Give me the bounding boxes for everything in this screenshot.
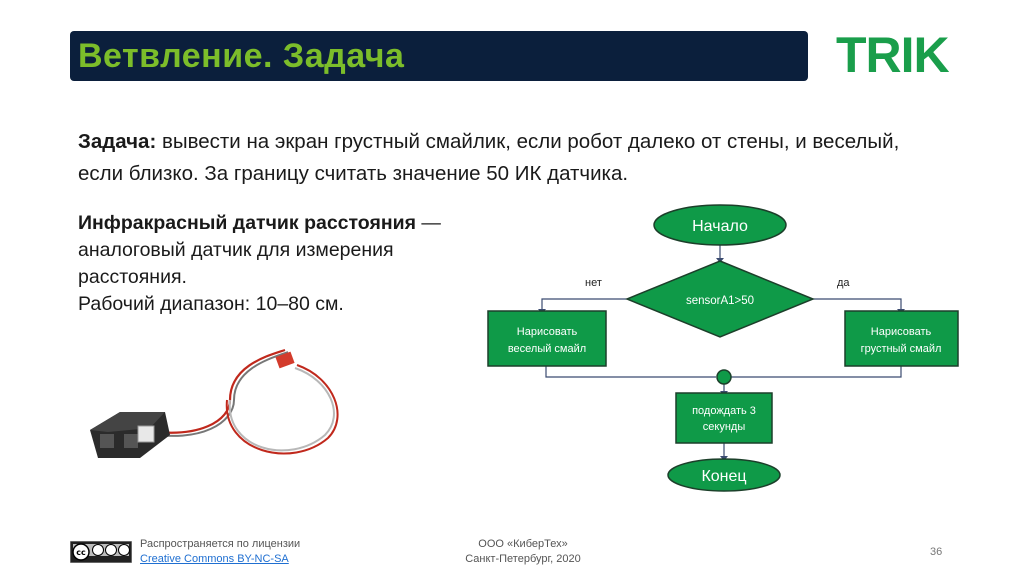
svg-text:cc: cc: [76, 548, 86, 557]
ir-sensor-image: [90, 348, 339, 458]
wait-line1: подождать 3: [692, 405, 756, 417]
end-node: Конец: [667, 458, 781, 492]
yes-label: да: [837, 277, 850, 289]
trik-logo: TRIK: [836, 27, 950, 83]
task-body: вывести на экран грустный смайлик, если …: [78, 130, 900, 185]
sad-line1: Нарисовать: [871, 326, 932, 338]
slide-title: Ветвление. Задача: [78, 37, 405, 75]
wait-box: подождать 3 секунды: [675, 392, 773, 444]
happy-line2: веселый смайл: [508, 343, 586, 355]
sensor-range: Рабочий диапазон: 10–80 см.: [78, 293, 344, 315]
page-number: 36: [930, 546, 943, 558]
merge-node: [716, 369, 732, 385]
sensor-name: Инфракрасный датчик расстояния: [78, 212, 416, 234]
sensor-description: Инфракрасный датчик расстояния — аналого…: [78, 210, 478, 318]
title-bar: [70, 31, 808, 81]
license-line: Распространяется по лицензии: [140, 538, 301, 550]
sensor-desc-text: — аналоговый датчик для измерения рассто…: [78, 212, 441, 288]
no-label: нет: [585, 277, 602, 289]
wait-line2: секунды: [703, 421, 746, 433]
task-text: Задача: вывести на экран грустный смайли…: [78, 126, 938, 190]
happy-line1: Нарисовать: [517, 326, 578, 338]
license-info: Распространяется по лицензии Creative Co…: [140, 537, 300, 567]
condition-node: sensorA1>50: [625, 260, 815, 338]
cc-license-icon: cc: [70, 541, 132, 563]
condition-label: sensorA1>50: [686, 295, 754, 307]
draw-happy-box: Нарисовать веселый смайл: [487, 310, 607, 367]
license-link[interactable]: Creative Commons BY-NC-SA: [140, 553, 289, 565]
organization-info: ООО «КиберТех» Санкт-Петербург, 2020: [453, 537, 593, 567]
org-line2: Санкт-Петербург, 2020: [465, 553, 581, 565]
start-label: Начало: [692, 218, 748, 235]
flowchart: Начало sensorA1>50 нет да Нарисовать вес…: [487, 204, 959, 492]
draw-sad-box: Нарисовать грустный смайл: [844, 310, 959, 367]
sad-line2: грустный смайл: [861, 343, 942, 355]
org-line1: ООО «КиберТех»: [478, 538, 568, 550]
start-node: Начало: [653, 204, 787, 246]
task-label: Задача:: [78, 130, 157, 153]
end-label: Конец: [701, 468, 746, 485]
